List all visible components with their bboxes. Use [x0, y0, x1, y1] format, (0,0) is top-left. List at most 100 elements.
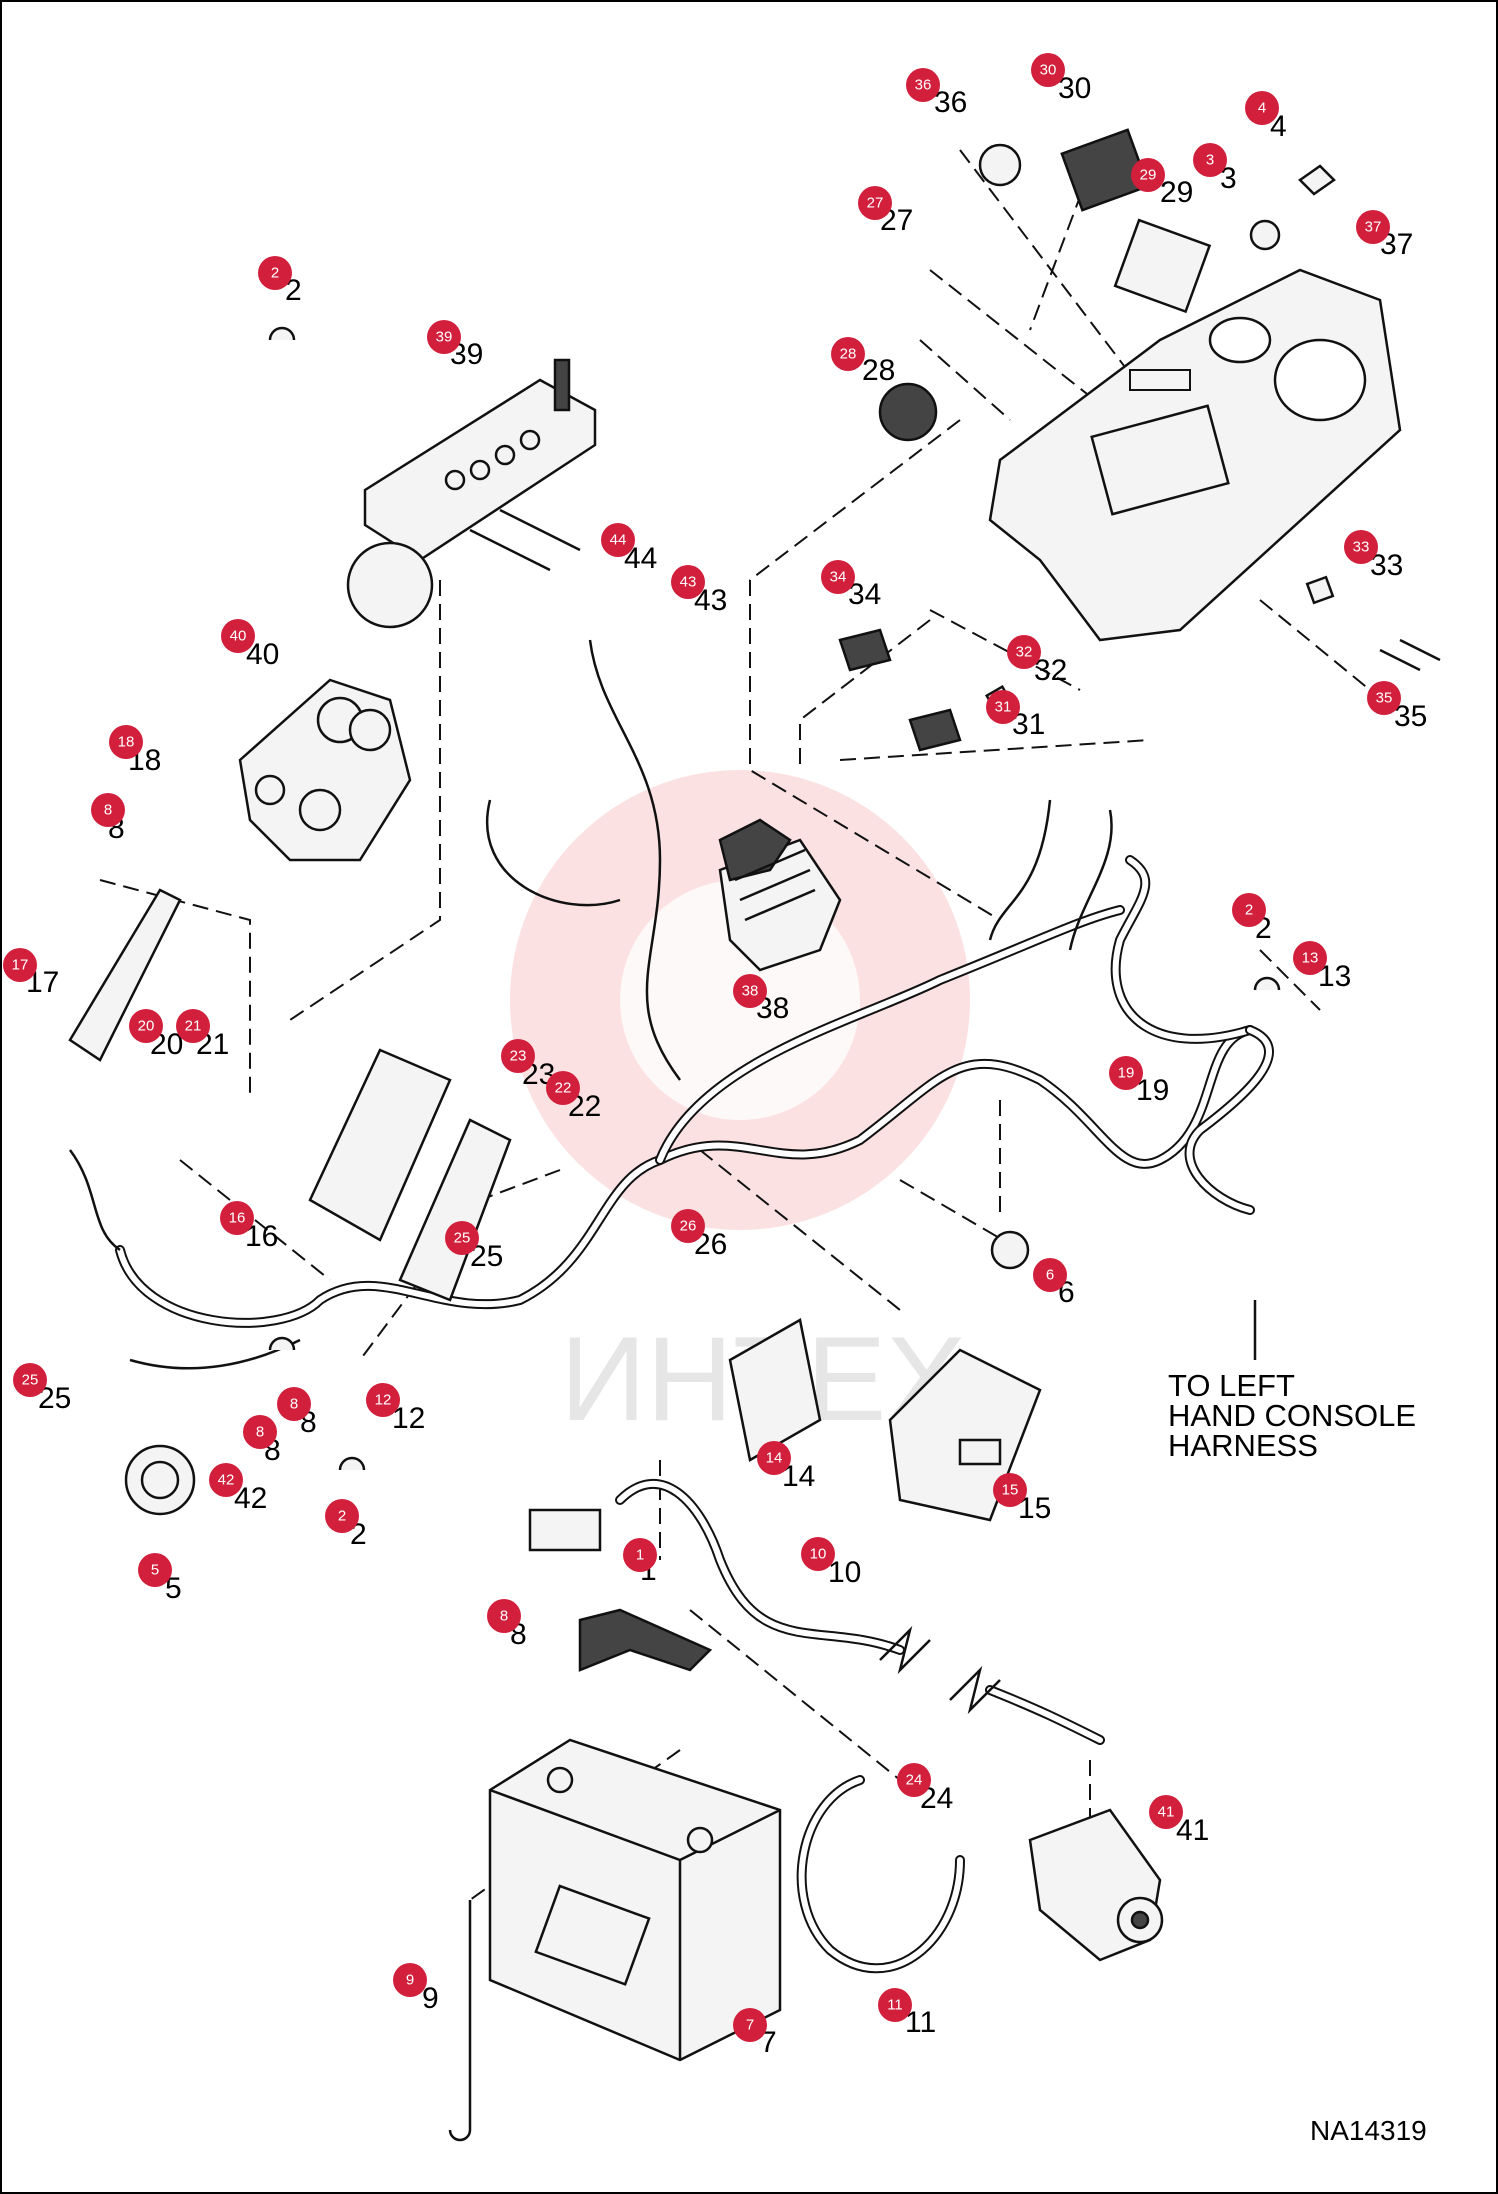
part-number-28: 28	[862, 354, 895, 387]
callout-badge-8-copy-4: 8	[487, 1599, 521, 1633]
callout-badge-29: 29	[1131, 158, 1165, 192]
callout-badge-label: 28	[840, 346, 857, 363]
callout-badge-label: 27	[867, 195, 884, 212]
battery-cables	[528, 1478, 1105, 1974]
part-number-3: 3	[1220, 162, 1237, 195]
part-number-36: 36	[934, 86, 967, 119]
callout-badge-36: 36	[906, 68, 940, 102]
callout-badge-25-copy-5: 25	[13, 1363, 47, 1397]
callout-badge-30: 30	[1031, 53, 1065, 87]
callout-badge-label: 7	[746, 2017, 754, 2034]
callout-badge-label: 25	[22, 1372, 39, 1389]
callout-badge-label: 12	[375, 1392, 392, 1409]
callout-badge-label: 4	[1258, 100, 1266, 117]
callout-badge-8: 8	[91, 793, 125, 827]
callout-badge-15: 15	[993, 1473, 1027, 1507]
hydraulic-valve	[238, 678, 412, 862]
callout-badge-33: 33	[1344, 530, 1378, 564]
callout-badge-10: 10	[801, 1537, 835, 1571]
callout-badge-label: 8	[290, 1396, 298, 1413]
callout-badge-label: 13	[1302, 950, 1319, 967]
note-line-1: TO LEFT	[1168, 1368, 1295, 1403]
callout-badge-31: 31	[986, 690, 1020, 724]
callout-badge-26: 26	[671, 1209, 705, 1243]
callout-badge-9: 9	[393, 1963, 427, 1997]
part-number-30: 30	[1058, 72, 1091, 105]
callout-badge-label: 10	[810, 1546, 827, 1563]
callout-badge-16: 16	[220, 1201, 254, 1235]
part-number-9: 9	[422, 1982, 439, 2015]
callout-badge-label: 41	[1158, 1804, 1175, 1821]
callout-badge-label: 26	[680, 1218, 697, 1235]
callout-badge-21: 21	[176, 1009, 210, 1043]
callout-badge-43: 43	[671, 565, 705, 599]
callout-badge-22: 22	[546, 1071, 580, 1105]
harness	[68, 639, 1274, 1370]
callout-badge-14: 14	[757, 1441, 791, 1475]
callout-badge-label: 16	[229, 1210, 246, 1227]
callout-badge-label: 8	[256, 1424, 264, 1441]
callout-badge-label: 18	[118, 734, 135, 751]
callout-badge-label: 21	[185, 1018, 202, 1035]
callout-badge-label: 2	[338, 1508, 346, 1525]
callout-badge-label: 34	[830, 569, 847, 586]
callout-badge-2-copy-1: 2	[325, 1499, 359, 1533]
reference-code: NA14319	[1310, 2115, 1427, 2146]
switch-parts	[838, 128, 1441, 752]
callout-badge-4: 4	[1245, 91, 1279, 125]
callout-badge-label: 36	[915, 77, 932, 94]
part-number-29: 29	[1160, 176, 1193, 209]
callout-badge-label: 23	[510, 1048, 527, 1065]
callout-badge-label: 24	[906, 1772, 923, 1789]
harness-note: TO LEFT HAND CONSOLE HARNESS	[1168, 1300, 1416, 1463]
starter-motor	[1028, 1808, 1164, 1962]
callout-badge-7: 7	[733, 2008, 767, 2042]
callout-badge-19: 19	[1109, 1056, 1143, 1090]
part-number-10: 10	[828, 1556, 861, 1589]
callout-badge-label: 30	[1040, 62, 1057, 79]
callout-badge-5: 5	[138, 1553, 172, 1587]
part-number-41: 41	[1176, 1814, 1209, 1847]
callout-badge-label: 40	[230, 628, 247, 645]
callout-badge-label: 20	[138, 1018, 155, 1035]
callout-badge-42: 42	[209, 1463, 243, 1497]
callout-badge-24: 24	[897, 1763, 931, 1797]
callout-badge-label: 33	[1353, 539, 1370, 556]
callout-badge-label: 19	[1118, 1065, 1135, 1082]
callout-badge-label: 39	[436, 329, 453, 346]
callout-badge-label: 22	[555, 1080, 572, 1097]
valve-block	[346, 358, 597, 629]
callout-badge-label: 8	[104, 802, 112, 819]
callout-badge-label: 17	[12, 957, 29, 974]
callout-badge-27: 27	[858, 186, 892, 220]
callout-badge-label: 2	[271, 265, 279, 282]
callout-badge-label: 29	[1140, 167, 1157, 184]
callout-badge-8-copy-3: 8	[243, 1415, 277, 1449]
callout-badge-label: 14	[766, 1450, 783, 1467]
callout-badge-8-copy-2: 8	[277, 1387, 311, 1421]
callout-badge-3: 3	[1193, 143, 1227, 177]
callout-badge-label: 25	[454, 1230, 471, 1247]
console-part	[988, 268, 1402, 642]
callout-badge-18: 18	[109, 725, 143, 759]
callout-badge-label: 6	[1046, 1267, 1054, 1284]
callout-badge-40: 40	[221, 619, 255, 653]
callout-badge-28: 28	[831, 337, 865, 371]
battery	[488, 1608, 782, 2062]
callout-badge-32: 32	[1007, 635, 1041, 669]
callout-badge-label: 3	[1206, 152, 1214, 169]
callout-badge-25: 25	[445, 1221, 479, 1255]
callout-badge-label: 44	[610, 532, 627, 549]
callout-badge-label: 2	[1245, 902, 1253, 919]
callout-badge-37: 37	[1356, 210, 1390, 244]
battery-rod	[448, 1900, 472, 2142]
callout-badge-label: 31	[995, 699, 1012, 716]
part-number-32: 32	[1034, 654, 1067, 687]
callout-badge-23: 23	[501, 1039, 535, 1073]
callout-badge-6: 6	[1033, 1258, 1067, 1292]
callout-badge-20: 20	[129, 1009, 163, 1043]
callout-badge-13: 13	[1293, 941, 1327, 975]
